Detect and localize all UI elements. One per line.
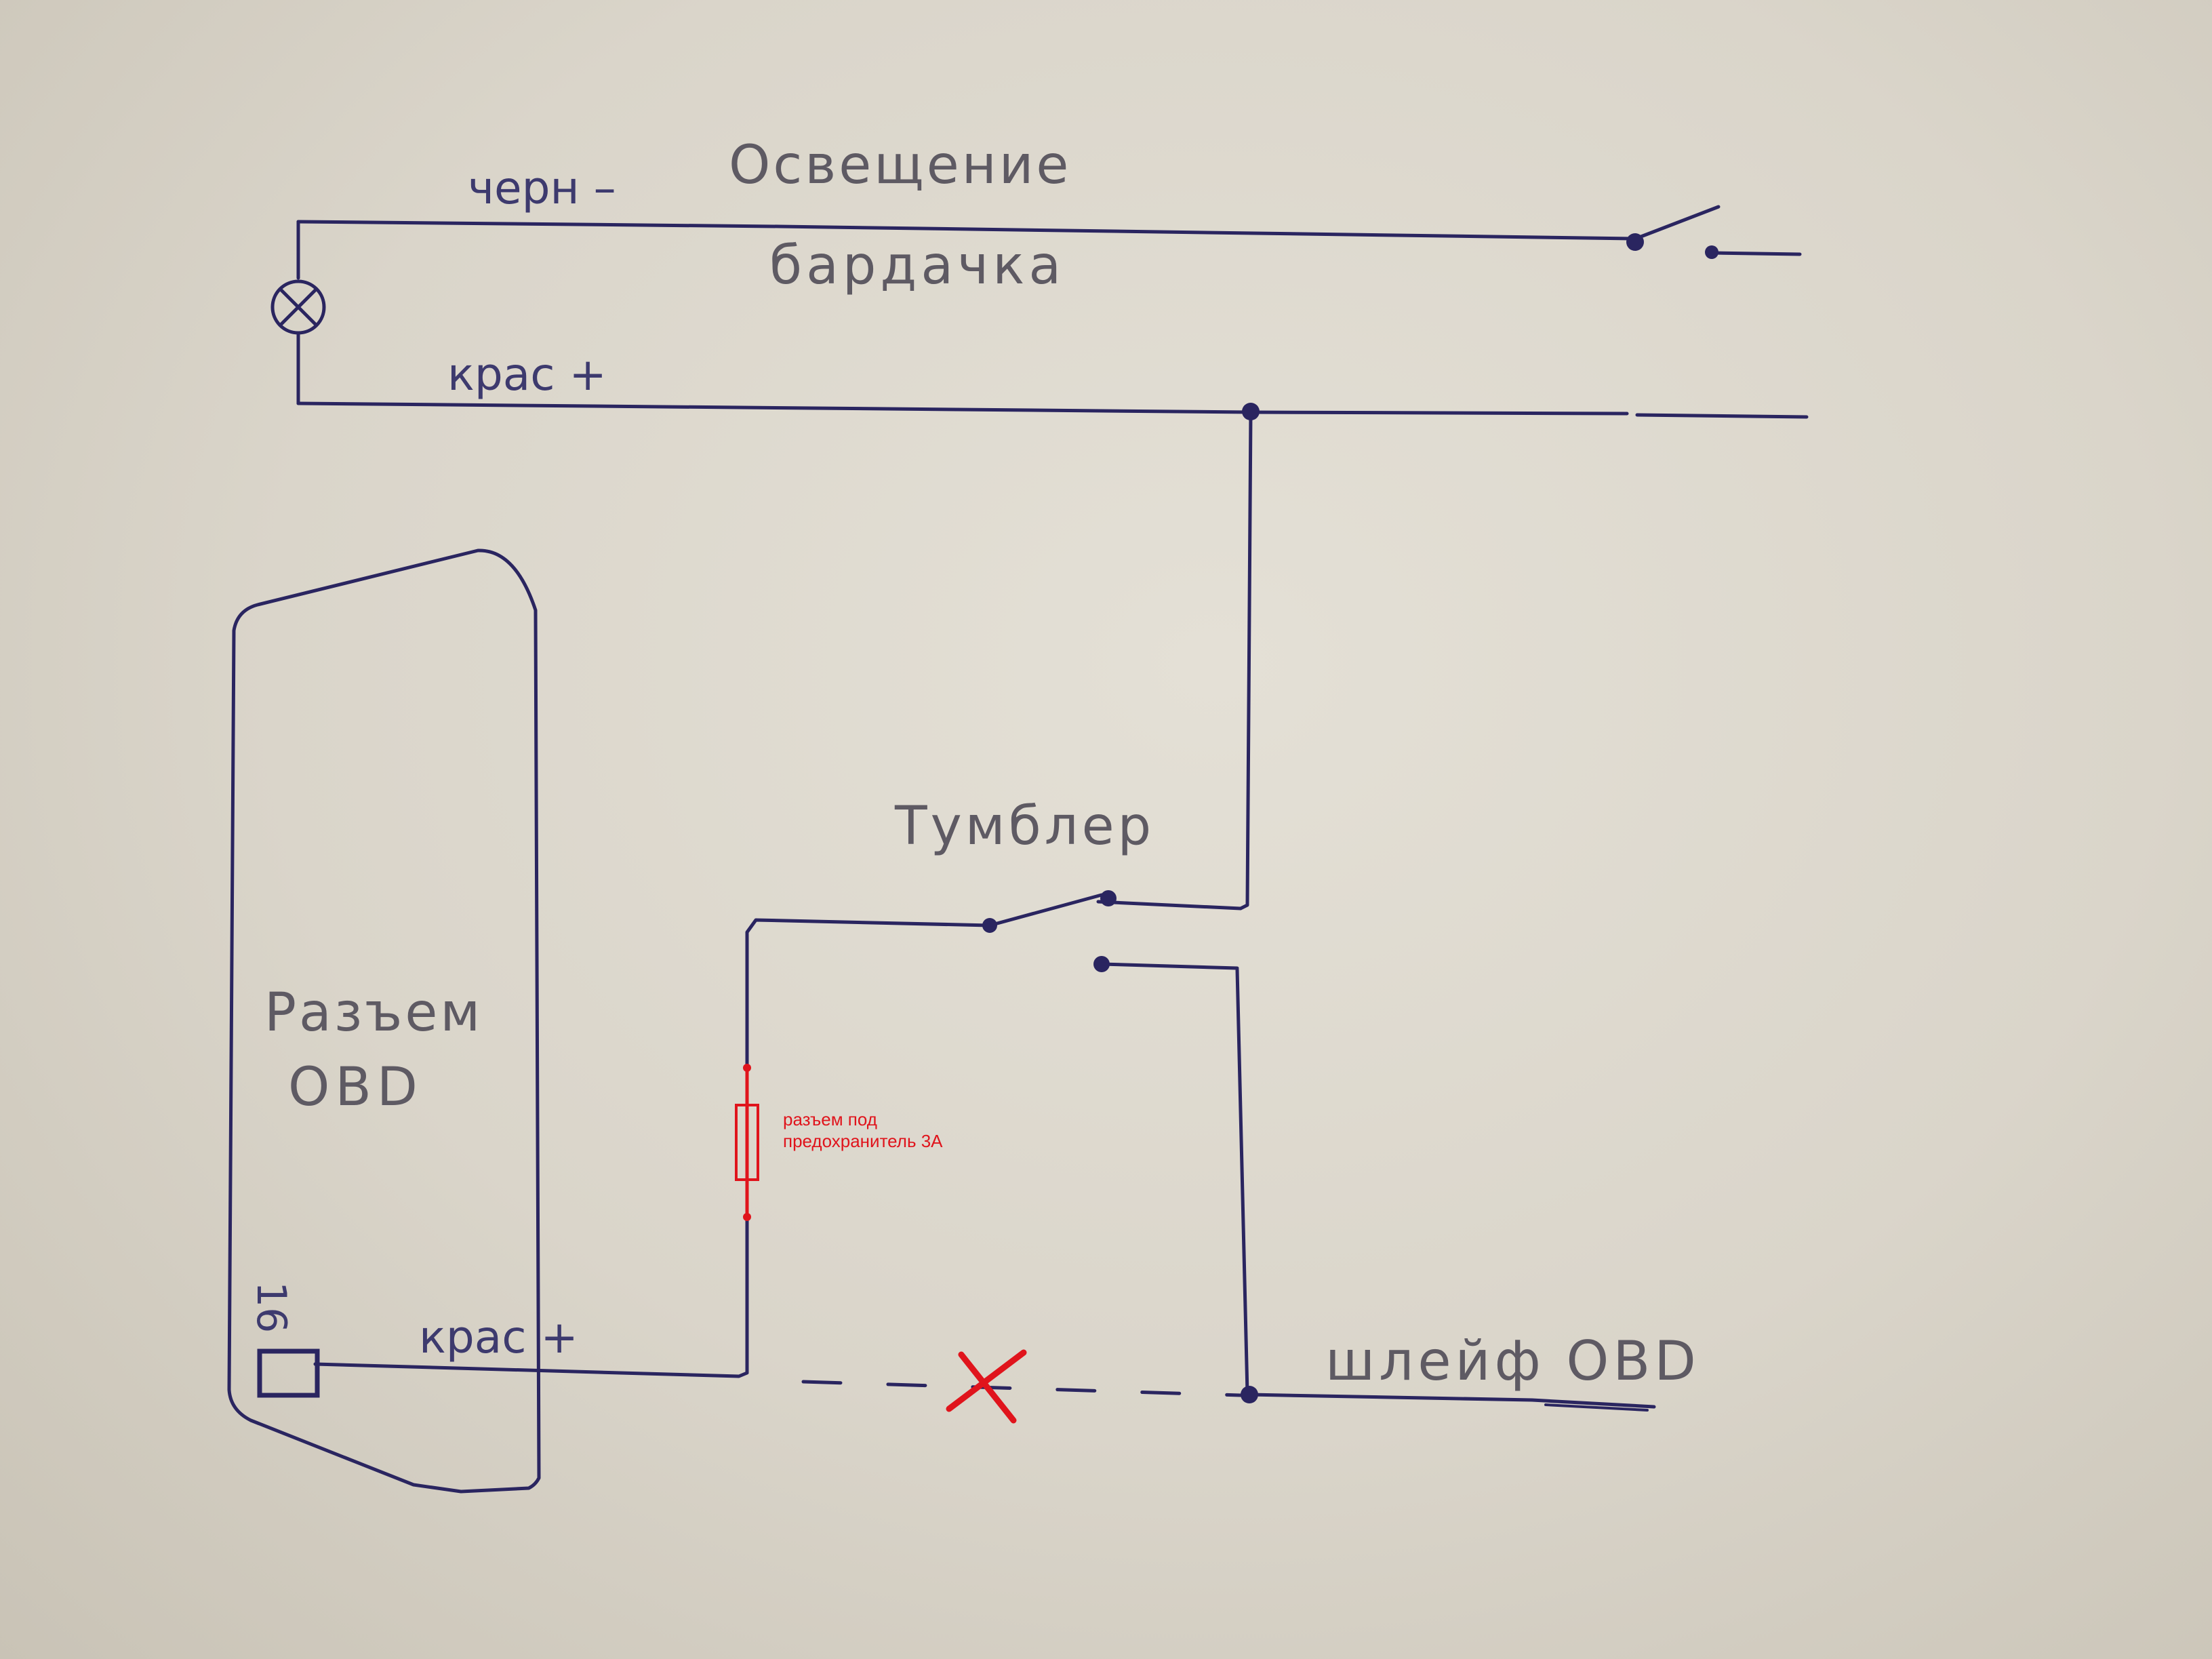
feed-wire	[1096, 410, 1253, 911]
red-wire-label: крас +	[447, 348, 607, 401]
cut-mark-icon	[946, 1349, 1027, 1424]
obd-label-line2: OBD	[288, 1057, 423, 1118]
harness-wire	[1247, 1393, 1656, 1409]
obd-label-line1: Разъем	[264, 982, 483, 1043]
pin-16-icon	[257, 1348, 320, 1398]
fuse-label-line2: предохранитель 3А	[783, 1131, 943, 1151]
fuse-label-line1: разъем под	[783, 1109, 877, 1130]
obd-harness: шлейф OBD	[1241, 1330, 1700, 1412]
obd-wire-label: крас +	[419, 1311, 578, 1363]
red-wire-continuation	[1635, 413, 1809, 419]
obd-connector: 16 Разъем OBD крас +	[227, 548, 578, 1494]
black-wire	[296, 220, 1636, 241]
glovebox-light-title: Освещение	[729, 135, 1071, 196]
toggle-lever	[988, 893, 1104, 927]
red-wire	[296, 401, 1629, 416]
switch-contact-right	[1705, 245, 1718, 259]
glovebox-light-circuit: черн – Освещение бардачка крас +	[270, 135, 1809, 420]
toggle-output-wire	[1100, 962, 1249, 1395]
toggle-label: Тумблер	[894, 796, 1154, 857]
black-wire-label: черн –	[468, 162, 616, 214]
fuse-holder: разъем под предохранитель 3А	[735, 1064, 943, 1221]
toggle-switch: Тумблер	[894, 796, 1249, 1395]
harness-label: шлейф OBD	[1325, 1330, 1700, 1393]
fuse-icon	[735, 1104, 759, 1181]
pin-number: 16	[247, 1281, 295, 1333]
obd-connector-outline	[227, 548, 541, 1494]
switch-lever	[1637, 205, 1721, 239]
lamp-icon	[270, 279, 326, 335]
toggle-contact-upper	[1100, 890, 1117, 906]
cut-wire-dashed	[801, 1380, 1243, 1397]
glovebox-light-subtitle: бардачка	[769, 235, 1065, 296]
switch-output-wire	[1712, 251, 1802, 256]
